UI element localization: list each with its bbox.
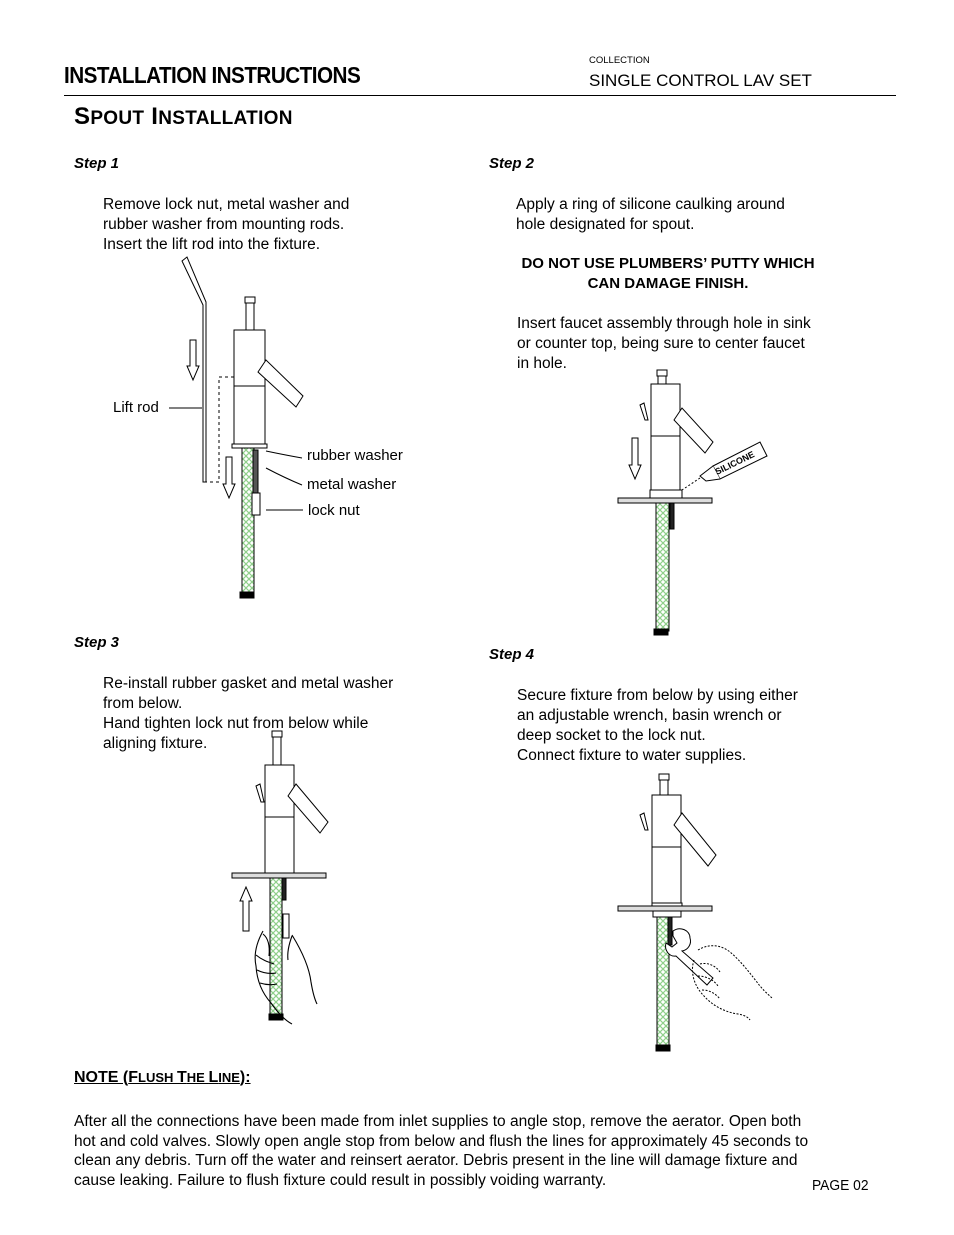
step-3-label: Step 3 [74,634,120,651]
hand-icon [254,930,318,1025]
putty-warning: DO NOT USE PLUMBERS’ PUTTY WHICH CAN DAM… [521,255,815,292]
document-title: INSTALLATION INSTRUCTIONS [64,62,361,88]
up-arrow-icon [239,885,253,932]
page-number: PAGE 02 [812,1177,869,1194]
step-2-text-insert: Insert faucet assembly through hole in s… [517,315,811,372]
collection-label: COLLECTION [589,55,650,66]
step-1-label: Step 1 [74,155,120,172]
step-3-text: Re-install rubber gasket and metal washe… [103,675,394,752]
note-title: NOTE (FLUSH THE LINE): [74,1069,251,1086]
header-divider [64,95,896,96]
lift-rod-callout: Lift rod [113,399,159,416]
metal-washer-callout: metal washer [307,476,397,493]
lock-nut-callout: lock nut [308,502,360,519]
hand-icon [691,945,773,1021]
step-1-text: Remove lock nut, metal washer and rubber… [103,196,350,253]
down-arrow-icon [186,339,236,500]
step-4-label: Step 4 [489,646,535,663]
silicone-tube-icon [699,441,768,482]
step-4-text: Secure fixture from below by using eithe… [517,687,798,764]
section-title: SPOUT INSTALLATION [74,103,293,130]
note-body: After all the connections have been made… [74,1113,809,1189]
wrench-icon [665,928,714,986]
step-2-label: Step 2 [489,155,535,172]
lift-rod-path-dashed [206,376,234,483]
step-2-text: Apply a ring of silicone caulking around… [516,196,785,233]
rubber-washer-callout: rubber washer [307,447,403,464]
faucet-illustration [231,296,304,599]
down-arrow-icon [628,437,642,481]
product-name: SINGLE CONTROL LAV SET [589,71,812,90]
